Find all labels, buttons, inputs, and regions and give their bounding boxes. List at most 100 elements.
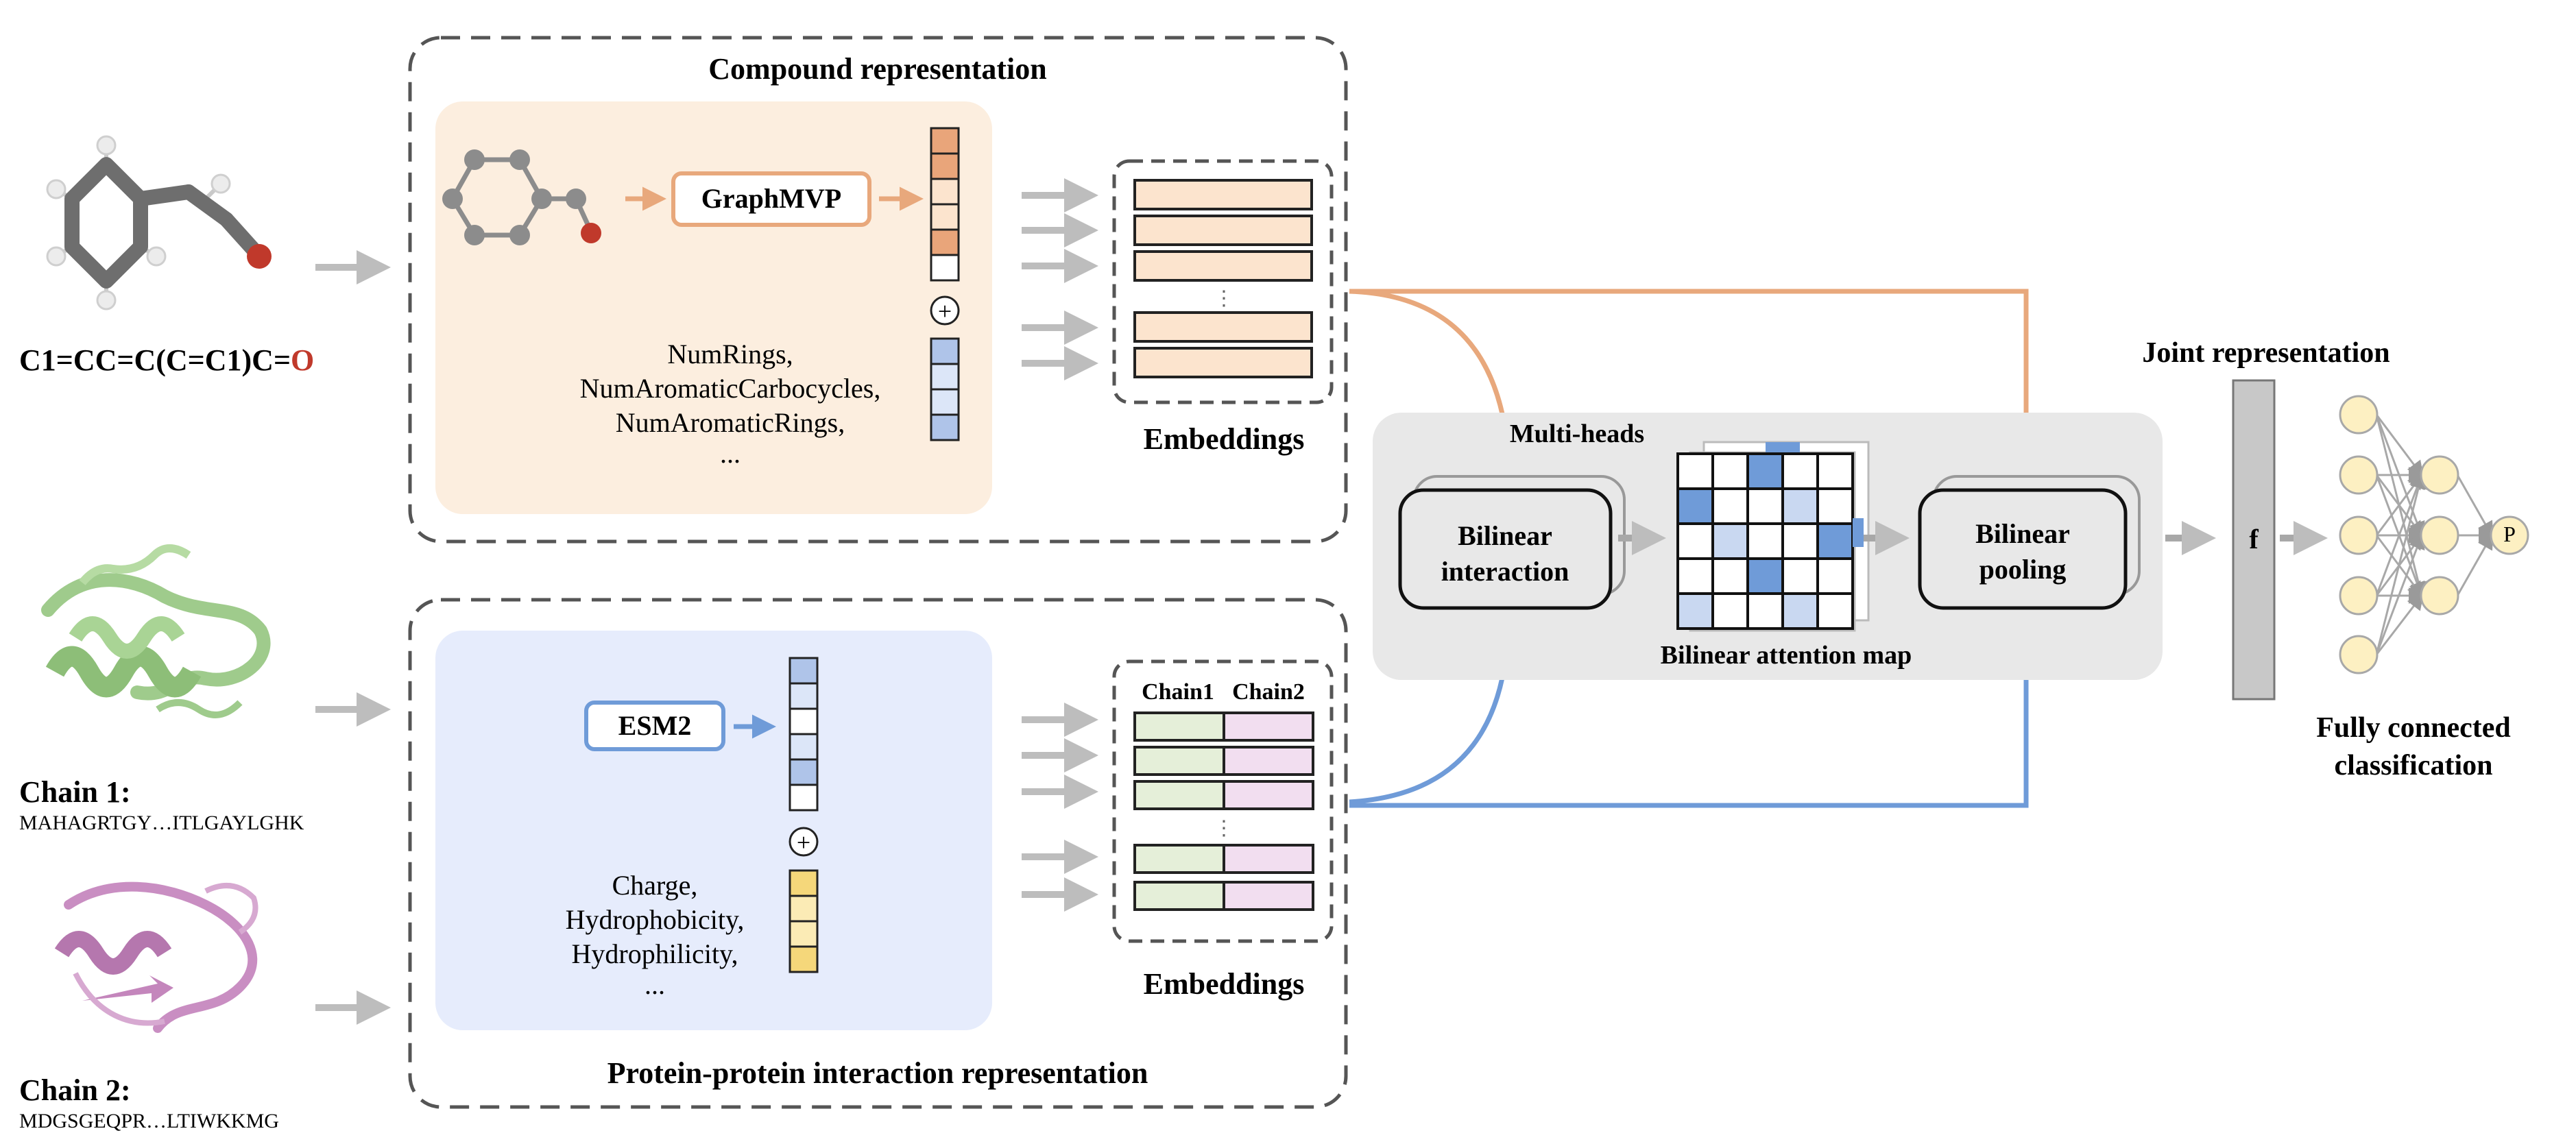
graphmvp-label: GraphMVP xyxy=(701,183,841,214)
joint-representation-label: Joint representation xyxy=(2142,337,2390,369)
attention-cell xyxy=(1746,487,1784,525)
bilinear-interaction-box xyxy=(1398,488,1613,610)
classifier-label-line2: classification xyxy=(2335,750,2493,781)
graphmvp-box xyxy=(671,171,871,227)
protein-panel xyxy=(408,598,1348,1109)
attention-cell xyxy=(1746,557,1784,595)
classifier-network xyxy=(2339,395,2529,674)
input-neuron xyxy=(2339,515,2379,555)
attention-cell xyxy=(1816,487,1854,525)
attention-cell xyxy=(1781,452,1819,490)
hidden-neuron xyxy=(2420,515,2459,555)
feature-numaromaticrings: NumAromaticRings, xyxy=(616,407,845,438)
attention-cell xyxy=(1746,452,1784,490)
classifier-edge xyxy=(2375,472,2427,655)
attention-cell xyxy=(1816,452,1854,490)
benzaldehyde-molecule-icon xyxy=(46,135,272,311)
attention-cell xyxy=(1746,522,1784,560)
esm2-label: ESM2 xyxy=(618,710,692,741)
compound-plus: + xyxy=(938,297,952,325)
feature-hydrophobicity: Hydrophobicity, xyxy=(566,904,745,935)
input-neuron xyxy=(2339,635,2379,674)
protein-embedding-rows xyxy=(1133,711,1314,911)
multiheads-label: Multi-heads xyxy=(1510,419,1644,448)
classifier-connections xyxy=(2375,414,2495,655)
attention-cell xyxy=(1676,557,1714,595)
protein-title: Protein-protein interaction representati… xyxy=(607,1056,1148,1090)
compound-embed-arrows xyxy=(1022,178,1098,380)
attention-cell xyxy=(1711,592,1749,630)
bilinear-pooling-line2: pooling xyxy=(1979,554,2067,585)
bilinear-attention-map xyxy=(1676,452,1864,630)
compound-embedding-rows xyxy=(1133,179,1313,378)
compound-features: NumRings, NumAromaticCarbocycles, NumAro… xyxy=(580,339,881,469)
protein-embedding-dots: ⋮ xyxy=(1214,817,1234,840)
compound-title: Compound representation xyxy=(708,52,1046,86)
classifier-edge xyxy=(2456,474,2494,539)
feature-charge: Charge, xyxy=(612,870,698,901)
col-chain1-label: Chain1 xyxy=(1142,679,1214,705)
protein-concat-plus-icon xyxy=(789,827,819,857)
descriptor-vector xyxy=(930,337,960,441)
bilinear-pooling-box xyxy=(1918,488,2128,610)
output-neuron xyxy=(2490,515,2529,555)
feature-ellipsis: ... xyxy=(645,969,665,1000)
input-neuron xyxy=(2339,395,2379,435)
chain2-sequence: MDGSGEQPR…LTIWKKMG xyxy=(19,1110,279,1132)
hidden-neuron xyxy=(2420,455,2459,495)
joint-f-label: f xyxy=(2249,524,2259,555)
classifier-edge xyxy=(2375,414,2424,478)
attention-cell xyxy=(1816,592,1854,630)
protein-chain1-structure-icon xyxy=(41,544,271,718)
attention-cell xyxy=(1781,557,1819,595)
attention-cell xyxy=(1781,487,1819,525)
classifier-edge xyxy=(2375,532,2425,655)
feature-numaromaticcarbocycles: NumAromaticCarbocycles, xyxy=(580,373,881,404)
attention-cell xyxy=(1781,522,1819,560)
attention-cell xyxy=(1676,452,1714,490)
classifier-edge xyxy=(2375,472,2425,596)
output-node-label: P xyxy=(2503,522,2516,546)
protein-features: Charge, Hydrophobicity, Hydrophilicity, … xyxy=(566,870,745,1000)
attention-cell xyxy=(1711,557,1749,595)
compound-embeddings-box xyxy=(1112,159,1334,404)
classifier-edge xyxy=(2456,532,2494,596)
classifier-label-line1: Fully connected xyxy=(2316,712,2510,744)
attention-cell xyxy=(1711,522,1749,560)
attention-cell xyxy=(1816,557,1854,595)
feature-numrings: NumRings, xyxy=(667,339,793,369)
attention-cell xyxy=(1746,592,1784,630)
attention-cell xyxy=(1781,592,1819,630)
protein-embed-arrows xyxy=(1022,703,1098,912)
attention-map-label: Bilinear attention map xyxy=(1661,641,1912,670)
protein-plus: + xyxy=(797,829,810,856)
compound-embedding-dots: ⋮ xyxy=(1214,287,1234,310)
input-neuron xyxy=(2339,455,2379,495)
compound-panel xyxy=(408,36,1348,544)
attention-cell xyxy=(1711,487,1749,525)
compound-embeddings-label: Embeddings xyxy=(1144,422,1305,456)
hidden-neuron xyxy=(2420,576,2459,616)
chain1-sequence: MAHAGRTGY…ITLGAYLGHK xyxy=(19,812,304,834)
physchem-vector xyxy=(789,869,819,973)
protein-embeddings-box xyxy=(1112,659,1334,943)
joint-representation-vector xyxy=(2232,379,2276,701)
feature-ellipsis: ... xyxy=(720,438,741,469)
attention-cell xyxy=(1676,487,1714,525)
chain1-label: Chain 1: xyxy=(19,775,131,809)
molecular-graph-icon xyxy=(442,149,601,245)
input-neuron xyxy=(2339,576,2379,616)
attention-cell xyxy=(1711,452,1749,490)
concat-plus-icon xyxy=(930,295,960,326)
bilinear-pooling-line1: Bilinear xyxy=(1975,518,2070,549)
smiles-string: C1=CC=C(C=C1)C=O xyxy=(19,343,314,377)
attention-cell xyxy=(1816,522,1854,560)
attention-cell xyxy=(1676,522,1714,560)
attention-back-cell xyxy=(1853,518,1864,547)
feature-hydrophilicity: Hydrophilicity, xyxy=(572,938,738,969)
chain2-label: Chain 2: xyxy=(19,1073,131,1107)
col-chain2-label: Chain2 xyxy=(1232,679,1305,705)
graphmvp-vector xyxy=(930,127,960,282)
classifier-edge xyxy=(2375,593,2424,655)
